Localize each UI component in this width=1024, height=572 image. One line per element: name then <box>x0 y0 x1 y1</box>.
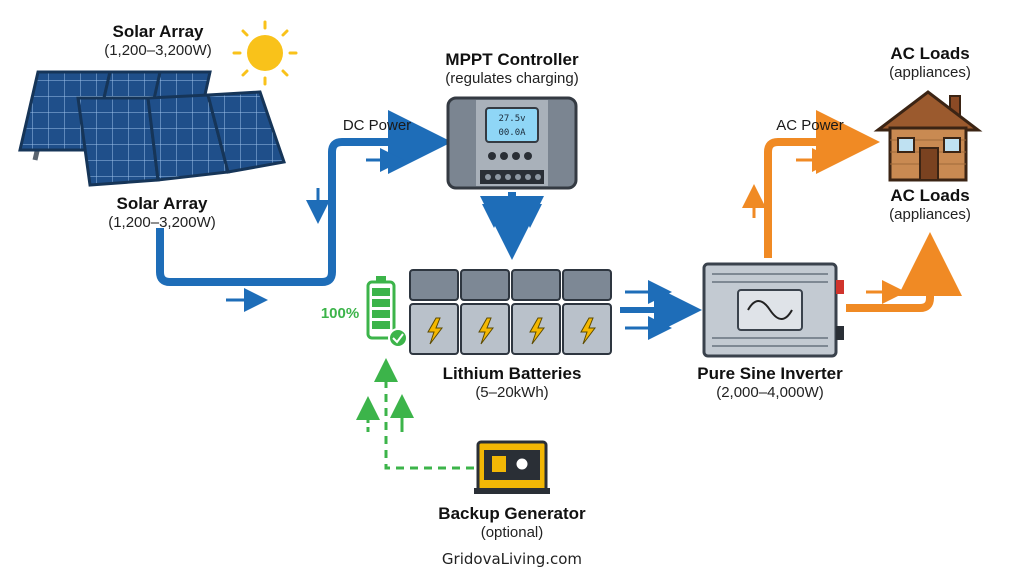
battery-bank-icon <box>409 269 612 355</box>
dc-power-label: DC Power <box>343 117 411 134</box>
ac-loads-title: AC Loads <box>890 44 970 63</box>
footer-website: GridovaLiving.com <box>441 550 583 568</box>
inverter-label: Pure Sine Inverter (2,000–4,000W) <box>670 364 870 402</box>
solar-array-title: Solar Array <box>112 22 204 41</box>
generator-title: Backup Generator <box>438 504 586 523</box>
generator-subtitle: (optional) <box>480 524 544 542</box>
mppt-voltage-readout: 27.5v <box>498 114 525 124</box>
mppt-subtitle: (regulates charging) <box>445 70 579 88</box>
solar-array-rating: (1,200–3,200W) <box>104 42 212 60</box>
generator-label: Backup Generator (optional) <box>412 504 612 542</box>
mppt-label: MPPT Controller (regulates charging) <box>402 50 622 88</box>
battery-charge-label: 100% <box>321 305 359 322</box>
ac-power-line-top <box>764 110 880 258</box>
ac-power-label: AC Power <box>776 117 844 134</box>
solar-array-label-top: Solar Array (1,200–3,200W) <box>58 22 258 60</box>
ac-loads-title: AC Loads <box>890 186 970 205</box>
batteries-title: Lithium Batteries <box>442 364 582 383</box>
inverter-rating: (2,000–4,000W) <box>716 384 824 402</box>
generator-icon <box>474 440 550 494</box>
battery-level-icon <box>366 276 396 340</box>
ac-loads-subtitle: (appliances) <box>889 206 971 224</box>
solar-panel-icon <box>18 70 286 187</box>
ac-loads-label-bottom: AC Loads (appliances) <box>860 186 1000 224</box>
ac-power-line-bottom <box>846 232 962 312</box>
sine-wave-icon <box>747 300 793 320</box>
generator-line <box>374 358 474 470</box>
ac-loads-subtitle: (appliances) <box>889 64 971 82</box>
batteries-label: Lithium Batteries (5–20kWh) <box>412 364 612 402</box>
dc-power-line <box>156 110 452 286</box>
batteries-capacity: (5–20kWh) <box>475 384 549 402</box>
solar-array-title: Solar Array <box>116 194 208 213</box>
sun-icon <box>232 20 298 86</box>
solar-array-rating: (1,200–3,200W) <box>108 214 216 232</box>
inverter-icon <box>702 262 844 358</box>
solar-array-label-bottom: Solar Array (1,200–3,200W) <box>62 194 262 232</box>
mppt-title: MPPT Controller <box>445 50 579 69</box>
inverter-title: Pure Sine Inverter <box>697 364 843 383</box>
mppt-controller-icon: 27.5v 00.0A <box>446 96 578 190</box>
ac-loads-label-top: AC Loads (appliances) <box>860 44 1000 82</box>
house-icon <box>873 90 983 182</box>
checkmark-icon <box>388 328 408 348</box>
mppt-current-readout: 00.0A <box>498 128 526 138</box>
